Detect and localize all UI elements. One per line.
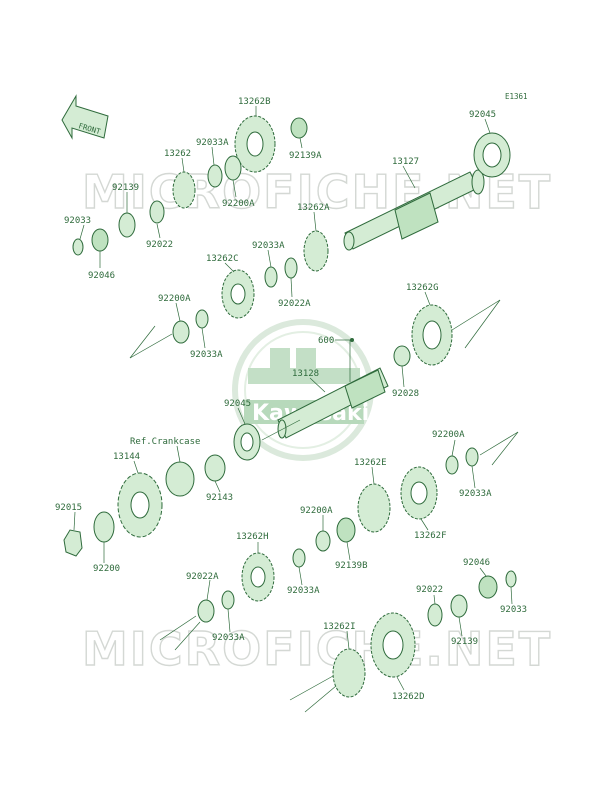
gear-13262I [332, 648, 366, 698]
label-92143: 92143 [206, 493, 233, 503]
gear-13262B [234, 115, 276, 173]
label-92033-1: 92033 [64, 216, 91, 226]
lower-shaft [277, 367, 389, 439]
label-13128: 13128 [292, 369, 319, 379]
bearing-92045-mid [233, 423, 261, 461]
label-92046-1: 92046 [88, 271, 115, 281]
label-92045-top: 92045 [469, 110, 496, 120]
label-92139-2: 92139 [451, 637, 478, 647]
needle-92046-2 [478, 575, 498, 599]
washer-92033A-2 [264, 266, 278, 288]
label-92033A-5: 92033A [287, 586, 320, 596]
label-13262: 13262 [164, 149, 191, 159]
label-92139B: 92139B [335, 561, 368, 571]
label-13262C: 13262C [206, 254, 239, 264]
front-arrow: FRONT [61, 94, 109, 140]
label-13262A: 13262A [297, 203, 330, 213]
washer-92022A-1 [284, 257, 298, 279]
gear-13262D [370, 612, 416, 678]
label-92200: 92200 [93, 564, 120, 574]
sprocket-13144 [117, 472, 163, 538]
needle-92046-1 [91, 228, 109, 252]
washer-92033A-3 [195, 309, 209, 329]
gear-13262H [241, 552, 275, 602]
label-92033A-3: 92033A [190, 350, 223, 360]
label-92200A-2: 92200A [158, 294, 191, 304]
label-92033A-1: 92033A [196, 138, 229, 148]
washer-92200 [93, 511, 115, 543]
label-92139-1: 92139 [112, 183, 139, 193]
gear-13262C [221, 269, 255, 319]
washer-92200A-4 [315, 530, 331, 552]
washer-92022A-2 [197, 599, 215, 623]
label-92046-2: 92046 [463, 558, 490, 568]
gear-13262A [303, 230, 329, 272]
oil-seal [165, 461, 195, 497]
watermark-bottom: MICROFICHE.NET [82, 622, 552, 676]
label-92200A-4: 92200A [300, 506, 333, 516]
label-13262B: 13262B [238, 97, 271, 107]
label-13262E: 13262E [354, 458, 387, 468]
collar-92028 [393, 345, 411, 367]
needle-92139A [290, 117, 308, 139]
label-92015: 92015 [55, 503, 82, 513]
gear-13262E [357, 483, 391, 533]
collar-92139-2 [450, 594, 468, 618]
washer-92033A-1 [207, 164, 223, 188]
washer-92200A-2 [172, 320, 190, 344]
gear-13262G [411, 304, 453, 366]
washer-92200A-1 [224, 155, 242, 181]
label-92028: 92028 [392, 389, 419, 399]
label-92022A-2: 92022A [186, 572, 219, 582]
leader-lines [73, 106, 513, 691]
label-600: 600 [318, 336, 334, 346]
label-92033A-4: 92033A [459, 489, 492, 499]
collar-92143 [204, 454, 226, 482]
gear-13262F [400, 466, 438, 520]
washer-92022-1 [149, 200, 165, 224]
needle-92139B [336, 517, 356, 543]
label-ref-crankcase: Ref.Crankcase [130, 437, 200, 447]
label-92200A-1: 92200A [222, 199, 255, 209]
label-13262D: 13262D [392, 692, 425, 702]
gear-13262 [172, 171, 196, 209]
label-92200A-3: 92200A [432, 430, 465, 440]
washer-92033-1 [72, 238, 84, 256]
label-13262H: 13262H [236, 532, 269, 542]
diagram-code: E1361 [505, 92, 528, 101]
collar-92139-1 [118, 212, 136, 238]
label-13262G: 13262G [406, 283, 439, 293]
upper-shaft [343, 169, 485, 251]
label-13144: 13144 [113, 452, 140, 462]
label-92022-2: 92022 [416, 585, 443, 595]
label-92139A: 92139A [289, 151, 322, 161]
label-92022A-1: 92022A [278, 299, 311, 309]
nut-92015 [63, 529, 83, 557]
bearing-92045-top [473, 132, 511, 178]
washer-92200A-3 [445, 455, 459, 475]
label-13262I: 13262I [323, 622, 356, 632]
washer-92033A-4 [465, 447, 479, 467]
label-92045-mid: 92045 [224, 399, 251, 409]
label-13262F: 13262F [414, 531, 447, 541]
label-92022-1: 92022 [146, 240, 173, 250]
washer-92033A-5 [292, 548, 306, 568]
label-13127: 13127 [392, 157, 419, 167]
label-92033-2: 92033 [500, 605, 527, 615]
washer-92033A-6 [221, 590, 235, 610]
washer-92033-2 [505, 570, 517, 588]
label-92033A-2: 92033A [252, 241, 285, 251]
washer-92022-2 [427, 603, 443, 627]
label-92033A-6: 92033A [212, 633, 245, 643]
